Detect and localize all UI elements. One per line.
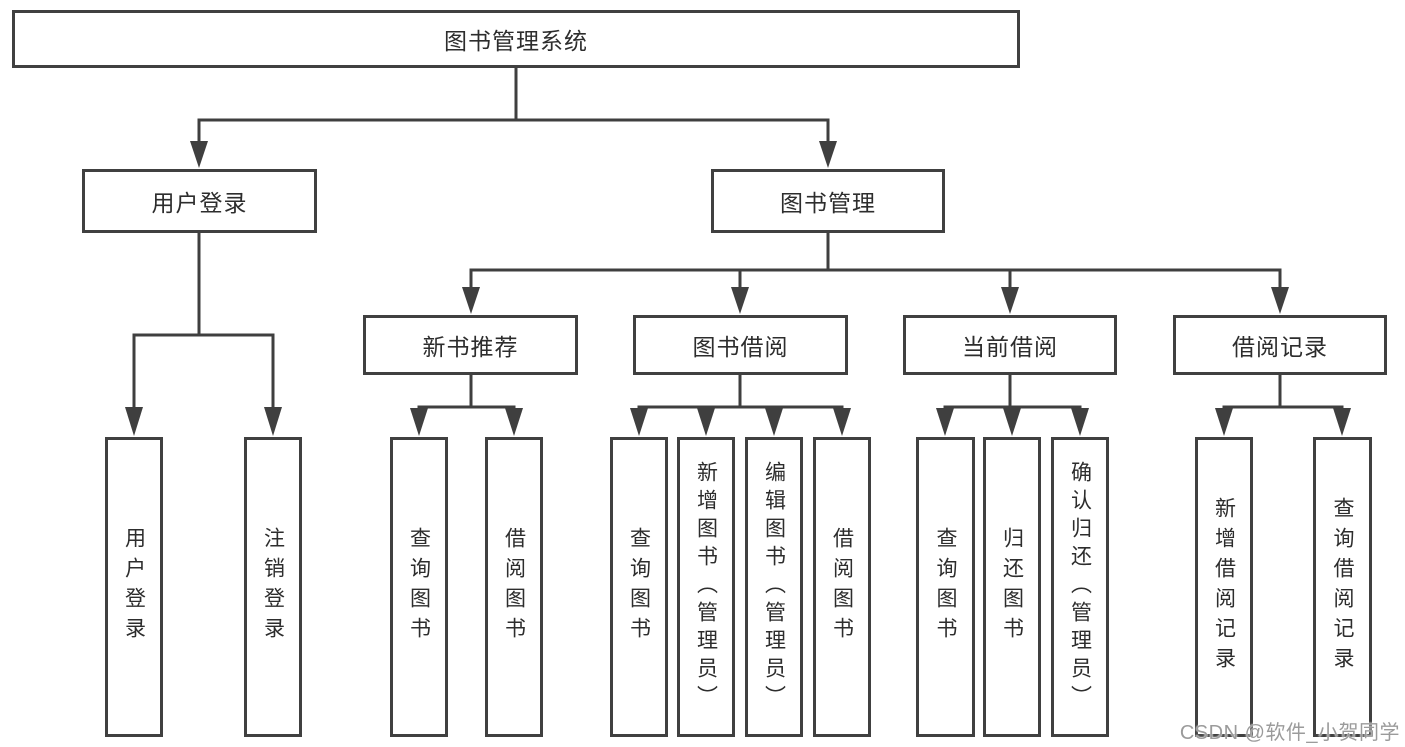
- leaf-user-login-label: 用户登录: [122, 527, 146, 647]
- leaf-logout: 注销登录: [244, 437, 302, 737]
- leaf-edit-book-admin-label: 编辑图书（管理员）: [762, 461, 786, 713]
- node-root-label: 图书管理系统: [444, 28, 588, 54]
- arrowhead: [819, 141, 837, 168]
- node-borrow-records: 借阅记录: [1173, 315, 1387, 375]
- node-book-borrow: 图书借阅: [633, 315, 848, 375]
- leaf-add-book-admin: 新增图书（管理员）: [677, 437, 735, 737]
- leaf-confirm-return-admin: 确认归还（管理员）: [1051, 437, 1109, 737]
- arrowhead: [1333, 408, 1351, 436]
- arrowhead: [697, 408, 715, 436]
- arrowhead: [833, 408, 851, 436]
- leaf-return-book: 归还图书: [983, 437, 1041, 737]
- leaf-query-borrow-record-label: 查询借阅记录: [1331, 497, 1354, 677]
- arrowhead: [410, 408, 428, 436]
- node-user-login-label: 用户登录: [151, 190, 248, 216]
- arrowhead: [765, 408, 783, 436]
- leaf-borrow-books: 借阅图书: [813, 437, 871, 737]
- arrowhead: [1071, 408, 1089, 436]
- connector-borrow-records-to-leaves: [1215, 375, 1351, 436]
- node-current-borrow: 当前借阅: [903, 315, 1117, 375]
- connector-user-login-to-leaves: [125, 233, 282, 436]
- leaf-query-borrow-record: 查询借阅记录: [1313, 437, 1372, 737]
- connector-new-book-recommend-to-leaves: [410, 375, 523, 436]
- arrowhead: [462, 287, 480, 314]
- leaf-query-books-recommend: 查询图书: [390, 437, 448, 737]
- watermark: CSDN @软件_小贺同学: [1179, 722, 1400, 744]
- leaf-logout-label: 注销登录: [261, 527, 285, 647]
- leaf-add-borrow-record-label: 新增借阅记录: [1212, 497, 1236, 677]
- connector-current-borrow-to-leaves: [936, 375, 1089, 436]
- node-book-management-label: 图书管理: [780, 190, 876, 216]
- arrowhead: [190, 141, 208, 168]
- arrowhead: [1003, 408, 1021, 436]
- node-user-login: 用户登录: [82, 169, 317, 233]
- connector-book-borrow-to-leaves: [630, 375, 851, 436]
- node-new-book-recommend: 新书推荐: [363, 315, 578, 375]
- connector-root-to-level2: [190, 68, 837, 168]
- arrowhead: [630, 408, 648, 436]
- node-new-book-recommend-label: 新书推荐: [422, 334, 519, 360]
- leaf-query-books-borrow-label: 查询图书: [627, 527, 651, 647]
- leaf-add-borrow-record: 新增借阅记录: [1195, 437, 1253, 737]
- arrowhead: [1271, 287, 1289, 314]
- leaf-borrow-books-label: 借阅图书: [830, 527, 854, 647]
- leaf-borrow-books-recommend: 借阅图书: [485, 437, 543, 737]
- node-current-borrow-label: 当前借阅: [962, 334, 1058, 360]
- node-root: 图书管理系统: [12, 10, 1020, 68]
- leaf-borrow-books-recommend-label: 借阅图书: [502, 527, 526, 647]
- leaf-query-books-borrow: 查询图书: [610, 437, 668, 737]
- leaf-return-book-label: 归还图书: [1000, 527, 1024, 647]
- leaf-user-login: 用户登录: [105, 437, 163, 737]
- leaf-confirm-return-admin-label: 确认归还（管理员）: [1068, 461, 1092, 713]
- arrowhead: [1215, 408, 1233, 436]
- arrowhead: [731, 287, 749, 314]
- arrowhead: [264, 407, 282, 436]
- arrowhead: [505, 408, 523, 436]
- leaf-query-books-current-label: 查询图书: [934, 527, 957, 647]
- arrowhead: [936, 408, 954, 436]
- connector-book-management-to-level3: [462, 233, 1289, 314]
- leaf-query-books-recommend-label: 查询图书: [407, 527, 431, 647]
- node-borrow-records-label: 借阅记录: [1232, 334, 1328, 360]
- leaf-edit-book-admin: 编辑图书（管理员）: [745, 437, 803, 737]
- arrowhead: [125, 407, 143, 436]
- node-book-borrow-label: 图书借阅: [692, 334, 789, 360]
- leaf-query-books-current: 查询图书: [916, 437, 975, 737]
- leaf-add-book-admin-label: 新增图书（管理员）: [694, 461, 718, 713]
- arrowhead: [1001, 287, 1019, 314]
- node-book-management: 图书管理: [711, 169, 945, 233]
